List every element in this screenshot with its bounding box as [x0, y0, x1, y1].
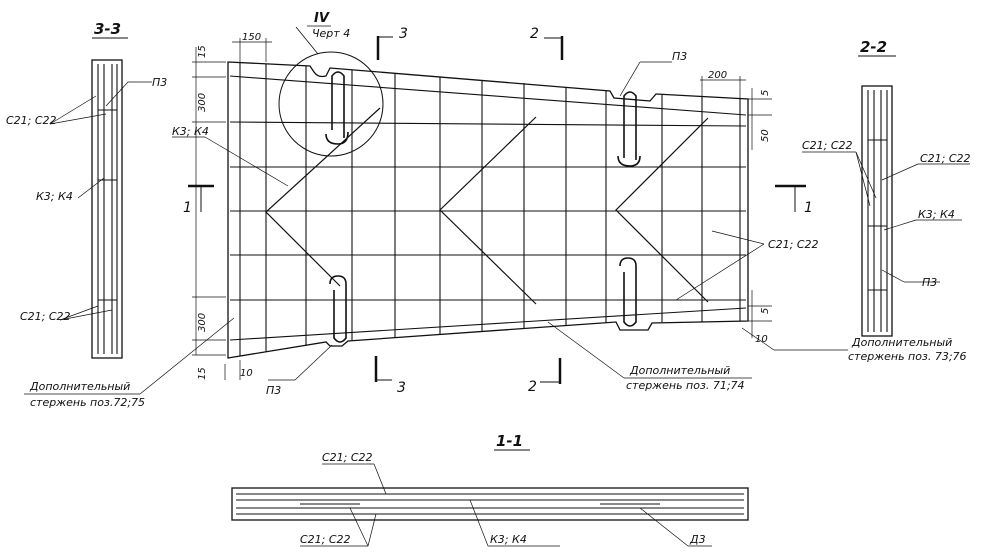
- label-extra-bar-middle: Дополнительный: [629, 364, 730, 377]
- label-k3k4-s11: К3; К4: [490, 533, 527, 546]
- label-pos-72-75: стержень поз.72;75: [30, 396, 145, 409]
- section-3-3: 3-3 П3 С21; С22 К3; К4 С21; С22: [6, 20, 167, 359]
- dim-300-bottom: 300: [197, 313, 208, 332]
- section-3-3-title: 3-3: [94, 20, 121, 38]
- section-1-1-title: 1-1: [496, 432, 523, 450]
- label-p3-s33: П3: [152, 76, 167, 89]
- dim-150: 150: [242, 32, 261, 43]
- label-c21c22-s11-top: С21; С22: [322, 451, 373, 464]
- dim-50: 50: [760, 129, 771, 142]
- dim-200: 200: [708, 70, 727, 81]
- label-c21c22-s33-bottom: С21; С22: [20, 310, 71, 323]
- dimensions: [192, 38, 772, 380]
- section-1-1: 1-1 С21; С22 С21; С22 К3; К4 Д3: [231, 432, 749, 547]
- label-pos-71-74: стержень поз. 71;74: [626, 379, 745, 392]
- plan-view: IV Черт 4 3 3 2 2 1 1: [24, 11, 967, 409]
- dim-5-top: 5: [760, 90, 771, 96]
- label-p3-s22: П3: [922, 276, 937, 289]
- svg-text:3: 3: [399, 26, 408, 42]
- section-2-2-title: 2-2: [860, 38, 887, 56]
- label-c21c22-s33-top: С21; С22: [6, 114, 57, 127]
- svg-text:2: 2: [530, 26, 539, 42]
- cut-mark-3: 3 3: [374, 26, 408, 396]
- dim-15-top: 15: [197, 45, 208, 58]
- detail-circle: [278, 51, 384, 157]
- label-c21c22-s11-bottom: С21; С22: [300, 533, 351, 546]
- section-2-2: 2-2 С21; С22 С21; С22 К3; К4 П3: [802, 38, 971, 337]
- lifting-loops: [325, 71, 641, 343]
- svg-text:1: 1: [183, 200, 192, 216]
- label-k3k4-plan: К3; К4: [172, 125, 209, 138]
- diagonal-bars: [265, 107, 709, 305]
- detail-sheet-ref: Черт 4: [312, 27, 350, 40]
- label-k3k4-s22: К3; К4: [918, 208, 955, 221]
- dim-5-bottom: 5: [760, 308, 771, 314]
- label-extra-bar-left: Дополнительный: [29, 380, 130, 393]
- label-c21c22-s22-right: С21; С22: [920, 152, 971, 165]
- label-extra-bar-right: Дополнительный: [851, 336, 952, 349]
- dim-15-bottom: 15: [197, 367, 208, 380]
- cut-mark-2: 2 2: [528, 26, 564, 395]
- label-c21c22-s22-left: С21; С22: [802, 139, 853, 152]
- svg-text:3: 3: [397, 380, 406, 396]
- dim-300-top: 300: [197, 93, 208, 112]
- label-c21c22-plan: С21; С22: [768, 238, 819, 251]
- label-pos-73-76: стержень поз. 73;76: [848, 350, 967, 363]
- svg-text:2: 2: [528, 379, 537, 395]
- plan-leaders: [24, 61, 848, 395]
- slab-outline: [227, 61, 749, 359]
- horizontal-bars: [229, 75, 747, 341]
- dim-10-left: 10: [240, 368, 253, 379]
- vertical-bars: [239, 63, 741, 356]
- label-p3-bottom: П3: [266, 384, 281, 397]
- label-d3-s11: Д3: [689, 533, 706, 546]
- label-k3k4-s33: К3; К4: [36, 190, 73, 203]
- cut-mark-1: 1 1: [183, 184, 813, 216]
- detail-number: IV: [314, 11, 330, 26]
- svg-text:1: 1: [804, 200, 813, 216]
- label-p3-top: П3: [672, 50, 687, 63]
- dim-10-right: 10: [755, 334, 768, 345]
